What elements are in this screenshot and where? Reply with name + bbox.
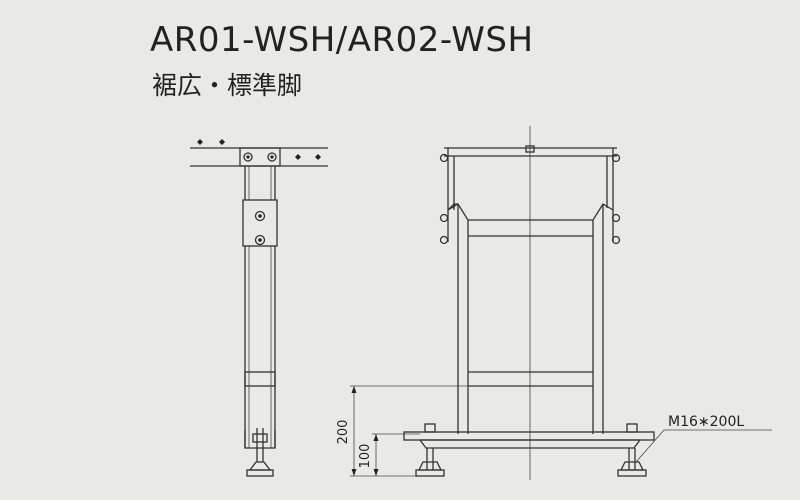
dim-label-200: 200 [336,420,351,445]
side-leveling-foot [248,461,272,471]
dimension-lines: 200 100 [336,385,468,477]
front-left-leg-inner [447,203,469,434]
side-top-plate [239,147,281,167]
front-right-leg-inner [592,203,614,434]
drawing-subtitle: 裾広・標準脚 [152,71,303,100]
rail-hole-marks [197,139,321,160]
front-right-leveling-foot [617,469,647,477]
drawing-title: AR01-WSH/AR02-WSH [150,20,534,60]
bolt-callout: M16∗200L [635,414,772,463]
bolt-icon [267,152,277,162]
bolt-icon [611,153,621,163]
bolt-icon [611,213,621,223]
front-view [403,126,655,480]
dim-label-100: 100 [358,444,373,469]
bolt-callout-label: M16∗200L [668,414,744,430]
bolt-icon [254,210,266,222]
bolt-icon [439,153,449,163]
bolt-icon [243,152,253,162]
bolt-icon [254,234,266,246]
side-crossbar [244,371,276,387]
front-base-plate [403,431,655,441]
bolt-icon [439,213,449,223]
side-view [190,139,328,477]
bolt-icon [611,235,621,245]
front-left-leveling-foot [415,469,445,477]
bolt-icon [439,235,449,245]
